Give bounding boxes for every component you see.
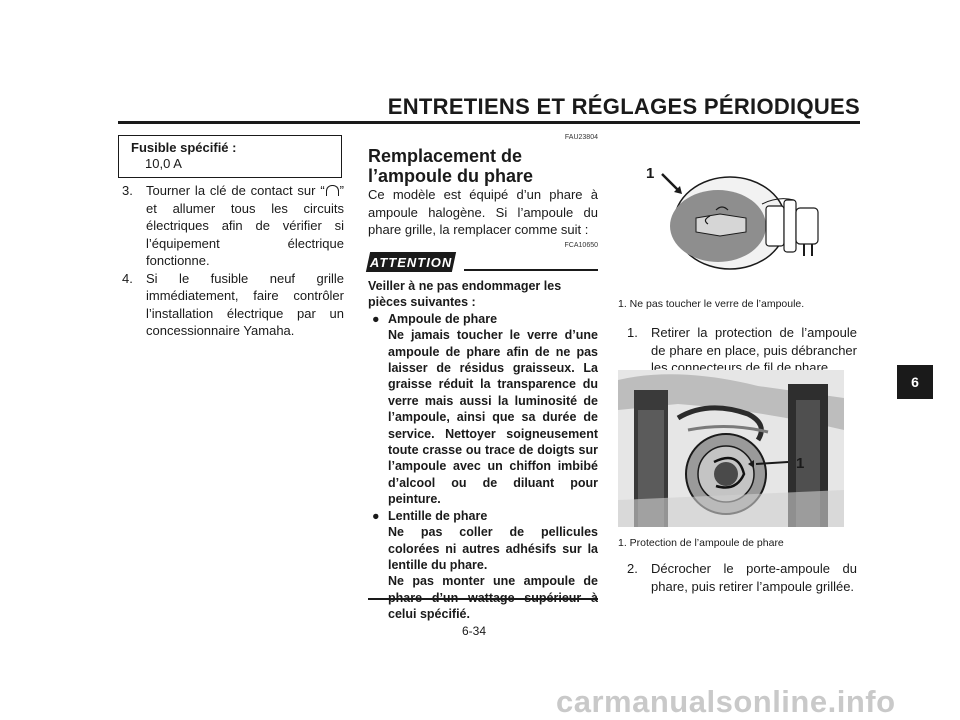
step-text: Tourner la clé de contact sur “” et allu… — [146, 182, 344, 270]
bulb-drawing: 1 — [646, 165, 819, 270]
attention-label: ATTENTION — [369, 254, 453, 270]
header-rule — [118, 121, 860, 124]
watermark-link[interactable]: carmanualsonline.info — [556, 684, 896, 719]
step-number: 1. — [627, 325, 638, 340]
step-1: 1. Retirer la protection de l’ampoule de … — [627, 324, 857, 377]
attention-lead: Veiller à ne pas endommager les pièces s… — [368, 279, 562, 310]
headlight-photo: 1 — [618, 370, 844, 527]
fig1-caption: 1. Ne pas toucher le verre de l’ampoule. — [618, 298, 805, 310]
bullet-text: Ne jamais toucher le verre d’une ampoule… — [388, 328, 598, 507]
page-header-title: ENTRETIENS ET RÉGLAGES PÉRIODIQUES — [387, 94, 860, 119]
step-text: Retirer la protection de l’ampoule de ph… — [651, 325, 857, 375]
step-text: Si le fusible neuf grille immédiatement,… — [146, 270, 344, 339]
attention-body: Veiller à ne pas endommager les pièces s… — [368, 278, 598, 623]
fuse-steps: 3. Tourner la clé de contact sur “” et a… — [118, 182, 344, 340]
attention-end-rule — [368, 598, 598, 600]
step-number: 4. — [122, 270, 133, 286]
attention-badge: ATTENTION — [365, 252, 457, 272]
step-text-start: Tourner la clé de contact sur “ — [146, 183, 325, 198]
fig1-callout: 1 — [646, 165, 654, 182]
section-intro: Ce modèle est équipé d’un phare à ampoul… — [368, 187, 598, 237]
attention-rule — [464, 269, 598, 271]
caution-code: FCA10650 — [564, 242, 598, 249]
ignition-on-icon — [325, 185, 339, 196]
attention-header: ATTENTION — [365, 252, 598, 272]
bulb-illustration: 1 — [618, 160, 858, 290]
step-text-end: ” et allumer tous les circuits électriqu… — [146, 183, 344, 268]
section-code: FAU23804 — [564, 134, 598, 141]
fuse-spec-label: Fusible spécifié : — [131, 140, 237, 155]
bullet-text: Ne pas monter une ampoule de phare d’un … — [388, 574, 598, 622]
fuse-spec-box: Fusible spécifié : 10,0 A — [118, 135, 342, 178]
bullet-heading: Ampoule de phare — [388, 311, 498, 326]
step-number: 2. — [627, 561, 638, 576]
fuse-spec-value: 10,0 A — [145, 156, 182, 171]
section-title: Remplacement de l’ampoule du phare — [368, 146, 534, 186]
page-number: 6-34 — [462, 624, 487, 638]
bullet-text: Ne pas coller de pellicules colorées ni … — [388, 525, 598, 572]
headlight-photo-drawing: 1 — [618, 370, 844, 527]
step-4: 4. Si le fusible neuf grille immédiateme… — [118, 270, 344, 340]
step-3: 3. Tourner la clé de contact sur “” et a… — [118, 182, 344, 270]
fig2-callout: 1 — [796, 455, 804, 472]
chapter-tab[interactable]: 6 — [897, 365, 933, 399]
fig2-caption: 1. Protection de l’ampoule de phare — [618, 537, 784, 549]
bullet-headlight-lens: ● Lentille de phare — [372, 508, 598, 524]
bullet-icon: ● — [372, 508, 380, 523]
step-number: 3. — [122, 183, 133, 198]
bullet-heading: Lentille de phare — [388, 508, 488, 523]
bullet-icon: ● — [372, 311, 380, 326]
step-2: 2. Décrocher le porte-ampoule du phare, p… — [627, 560, 857, 595]
step-text: Décrocher le porte-ampoule du phare, pui… — [651, 561, 857, 594]
bullet-headlight-bulb: ● Ampoule de phare — [372, 311, 598, 327]
